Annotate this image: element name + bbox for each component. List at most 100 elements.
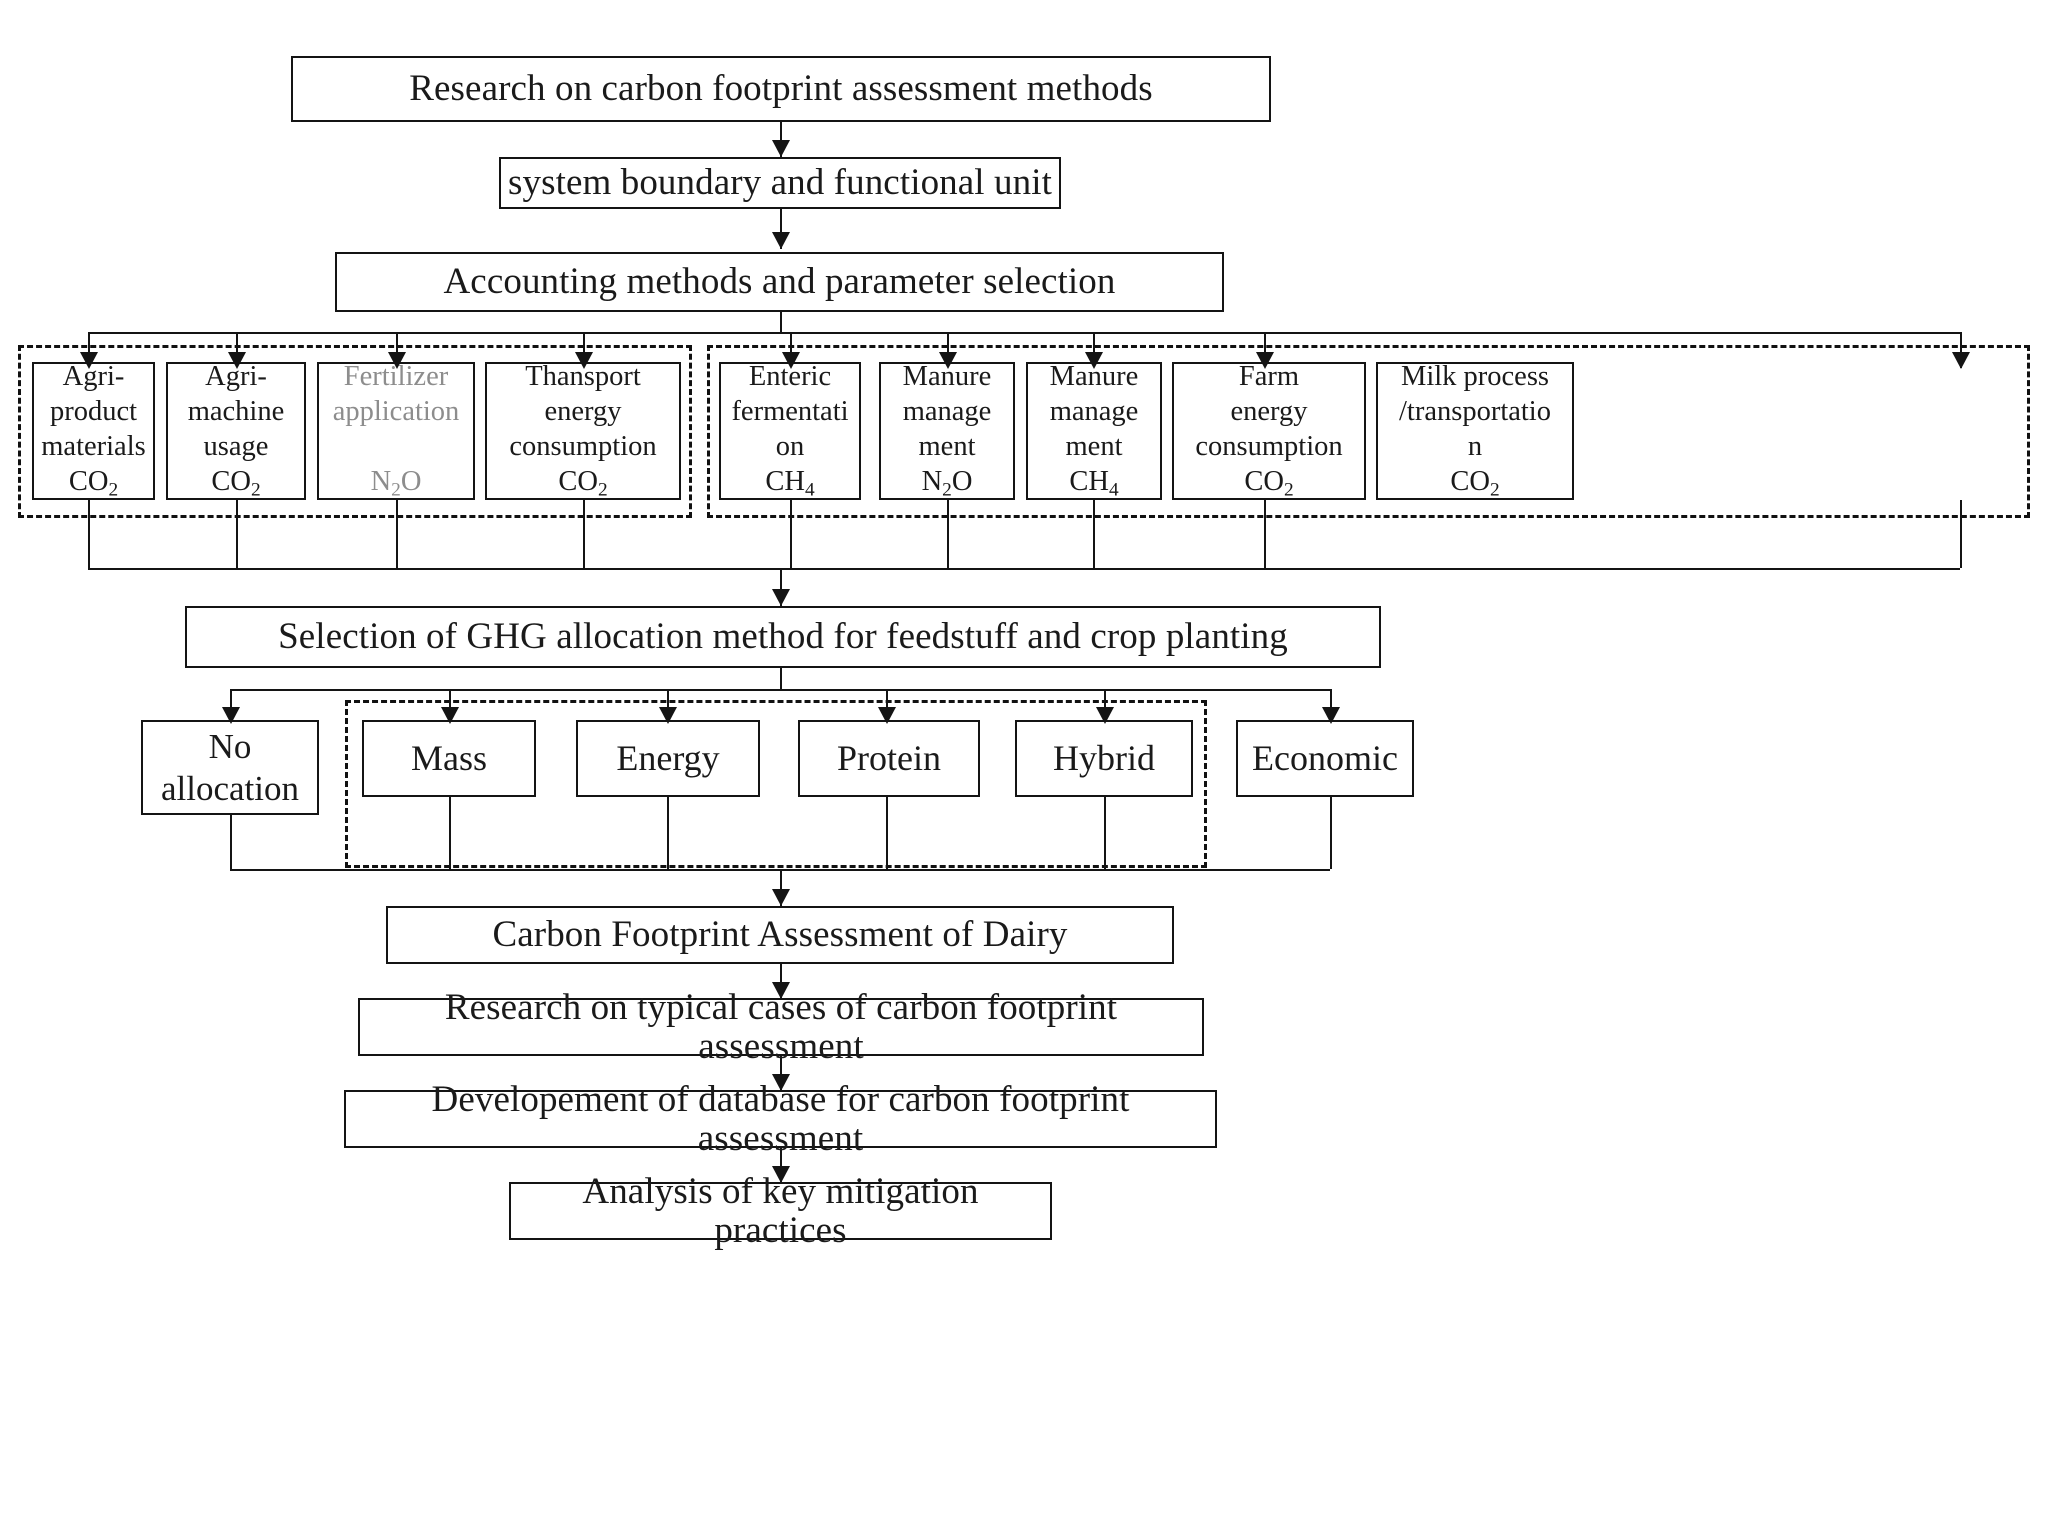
enteric-line3: on [775,430,805,462]
riser-farm-3 [1093,500,1095,568]
connector-cases-to-database [780,1056,782,1090]
manure-n2o-line3: ment [918,430,976,462]
milk-process-line2: /transportatio [1399,396,1551,428]
drop-economic [1330,689,1332,723]
box-agri-product-materials: Agri- product materials CO2 [32,361,155,500]
box-energy: Energy [576,720,760,797]
dashed-group-feedstuff [18,345,692,518]
dashed-group-farm [707,345,2030,518]
box-mass: Mass [362,720,536,797]
transport-line3: consumption [509,430,657,462]
box-allocation-header: Selection of GHG allocation method for f… [185,606,1381,668]
farm-energy-line2: energy [1230,396,1308,428]
riser-economic [1330,797,1332,869]
box-database-development-label: Developement of database for carbon foot… [431,1078,1130,1159]
connector-boundary-to-accounting [780,209,782,249]
box-research-methods: Research on carbon footprint assessment … [291,56,1271,122]
collector-bus-inventory [88,568,1960,570]
arrowhead-to-accounting [772,232,790,249]
riser-farm-2 [947,500,949,568]
riser-feed-3 [396,500,398,568]
agri-product-line2: product [49,396,138,428]
connector-accounting-bus [88,332,1960,334]
arrowhead-hybrid [1096,707,1114,724]
dashed-group-allocation-methods [345,700,1207,868]
box-accounting-methods: Accounting methods and parameter selecti… [335,252,1224,312]
transport-line2: energy [544,396,622,428]
drop-hybrid [1104,689,1106,723]
box-economic-label: Economic [1252,738,1398,779]
farm-energy-gas: CO2 [1244,465,1294,501]
riser-protein [886,797,888,869]
milk-process-line1: Milk process [1400,361,1550,393]
manure-n2o-line2: manage [902,396,992,428]
agri-machine-gas: CO2 [211,465,261,501]
arrowhead-farm-3 [1085,352,1103,369]
drop-farm-3 [1093,332,1095,368]
arrowhead-protein [878,707,896,724]
connector-accounting-stem [780,312,782,332]
riser-feed-2 [236,500,238,568]
box-hybrid-label: Hybrid [1053,738,1155,779]
fertilizer-gas: N2O [370,465,422,501]
fertilizer-line2: application [332,396,460,428]
arrowhead-no-allocation [222,707,240,724]
no-allocation-line2: allocation [160,768,299,808]
no-allocation-line1: No [208,726,252,766]
drop-farm-2 [947,332,949,368]
drop-farm-1 [790,332,792,368]
manure-ch4-gas: CH4 [1069,465,1119,501]
drop-farm-5 [1960,332,1962,368]
box-mass-label: Mass [410,738,487,779]
arrowhead-feed-3 [388,352,406,369]
riser-feed-4 [583,500,585,568]
connector-allocation-bus [230,689,1330,691]
arrowhead-farm-4 [1256,352,1274,369]
connector-allocation-stem [780,668,782,689]
box-accounting-methods-label: Accounting methods and parameter selecti… [443,261,1116,303]
connector-assessment-to-cases [780,964,782,998]
arrowhead-to-cases [772,982,790,999]
riser-farm-1 [790,500,792,568]
connector-research-to-boundary [780,122,782,157]
manure-ch4-line3: ment [1065,430,1123,462]
connector-bus-to-allocation-header [780,568,782,606]
arrowhead-farm-2 [939,352,957,369]
box-fertilizer-application: Fertilizer application N2O [317,361,475,501]
box-carbon-footprint-assessment-label: Carbon Footprint Assessment of Dairy [492,914,1068,956]
farm-energy-line3: consumption [1195,430,1343,462]
box-protein-label: Protein [837,738,941,779]
box-mitigation-practices-label: Analysis of key mitigation practices [582,1170,979,1251]
box-allocation-header-label: Selection of GHG allocation method for f… [278,616,1288,658]
agri-machine-line3: usage [203,430,269,462]
box-hybrid: Hybrid [1015,720,1193,797]
box-protein: Protein [798,720,980,797]
box-research-methods-label: Research on carbon footprint assessment … [409,68,1153,110]
milk-process-gas: CO2 [1450,465,1500,501]
riser-hybrid [1104,797,1106,869]
riser-farm-5 [1960,500,1962,568]
box-no-allocation: No allocation [141,720,319,815]
box-database-development: Developement of database for carbon foot… [344,1080,1217,1158]
arrowhead-to-mitigation [772,1166,790,1183]
box-enteric-fermentation: Enteric fermentati on CH4 [719,361,861,500]
agri-machine-line2: machine [187,396,285,428]
box-system-boundary: system boundary and functional unit [499,157,1061,209]
arrowhead-to-boundary [772,140,790,157]
riser-mass [449,797,451,869]
fertilizer-line3 [392,431,399,462]
riser-farm-4 [1264,500,1266,568]
riser-no-allocation [230,815,232,869]
drop-protein [886,689,888,723]
transport-gas: CO2 [558,465,608,501]
riser-energy [667,797,669,869]
connector-bus-to-assessment [780,869,782,906]
manure-ch4-line2: manage [1049,396,1139,428]
milk-process-line3: n [1467,430,1483,462]
box-energy-label: Energy [616,738,720,779]
box-transport-energy: Thansport energy consumption CO2 [485,361,681,501]
arrowhead-feed-4 [575,352,593,369]
box-mitigation-practices: Analysis of key mitigation practices [509,1172,1052,1250]
connector-database-to-mitigation [780,1148,782,1182]
